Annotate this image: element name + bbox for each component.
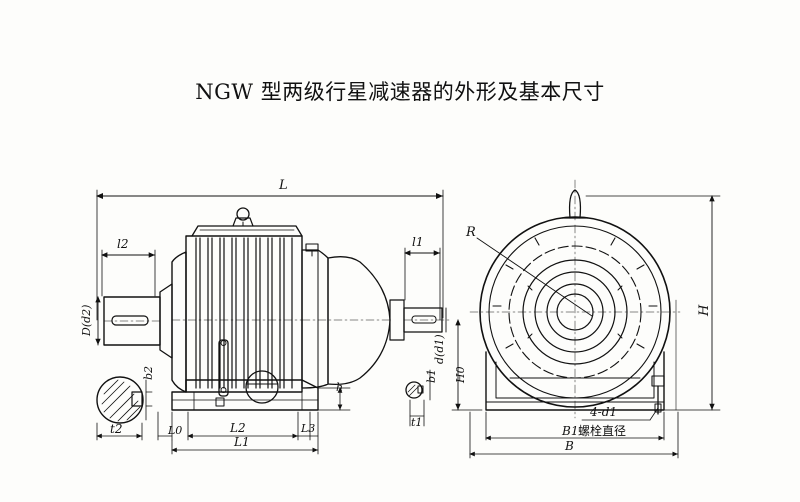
label-D-d2: D(d2) bbox=[80, 305, 93, 337]
label-R: R bbox=[465, 225, 476, 240]
dimension-H0: H0 bbox=[451, 319, 483, 411]
drawing-title: NGW 型两级行星减速器的外形及基本尺寸 bbox=[195, 80, 605, 104]
dimension-L2: L2 bbox=[187, 411, 299, 441]
dimension-d: d(d1) bbox=[433, 307, 447, 364]
dimension-l2: l2 bbox=[101, 237, 156, 297]
dimension-L0: L0 bbox=[157, 411, 182, 441]
dimension-4-d1: 4-d1 bbox=[581, 405, 659, 421]
label-H: H bbox=[697, 304, 712, 317]
label-d-d1: d(d1) bbox=[433, 334, 446, 364]
label-L1: L1 bbox=[233, 435, 250, 449]
dimension-B: B bbox=[469, 411, 679, 459]
label-H0: H0 bbox=[454, 366, 467, 384]
label-L3: L3 bbox=[300, 422, 315, 435]
ribbed-housing bbox=[171, 225, 303, 404]
label-B: B bbox=[564, 439, 574, 453]
input-shaft-section: b1 t1 bbox=[405, 369, 438, 429]
label-t2: t2 bbox=[110, 422, 122, 436]
label-b1: b1 bbox=[425, 369, 438, 383]
dimension-h: h bbox=[317, 381, 351, 411]
label-l1: l1 bbox=[412, 235, 423, 249]
dimension-L1: L1 bbox=[171, 411, 319, 455]
side-view: L l2 l1 bbox=[80, 178, 451, 455]
label-L0: L0 bbox=[167, 424, 182, 437]
dimension-L3: L3 bbox=[297, 411, 319, 441]
dimension-D: D(d2) bbox=[80, 296, 101, 346]
end-view: R H bbox=[465, 179, 721, 419]
label-4-d1: 4-d1 bbox=[589, 405, 617, 419]
label-h: h bbox=[336, 381, 343, 394]
second-stage-housing bbox=[301, 249, 393, 389]
label-L: L bbox=[278, 178, 288, 193]
output-shaft bbox=[103, 296, 161, 346]
lifting-eye bbox=[232, 207, 254, 227]
output-shaft-section: b2 t2 bbox=[96, 366, 155, 441]
base-feet bbox=[171, 379, 319, 411]
vent-plug bbox=[305, 243, 319, 257]
dimension-L: L bbox=[96, 178, 444, 321]
label-t1: t1 bbox=[411, 416, 422, 429]
label-b2: b2 bbox=[142, 366, 155, 380]
label-B1: B1 bbox=[561, 424, 578, 438]
dimension-B1: B1 螺栓直径 bbox=[485, 411, 665, 441]
label-l2: l2 bbox=[117, 237, 128, 251]
label-bolt-diameter: 螺栓直径 bbox=[578, 423, 626, 438]
dimension-l1: l1 bbox=[404, 235, 441, 321]
input-shaft bbox=[389, 299, 451, 341]
label-L2: L2 bbox=[229, 421, 246, 435]
